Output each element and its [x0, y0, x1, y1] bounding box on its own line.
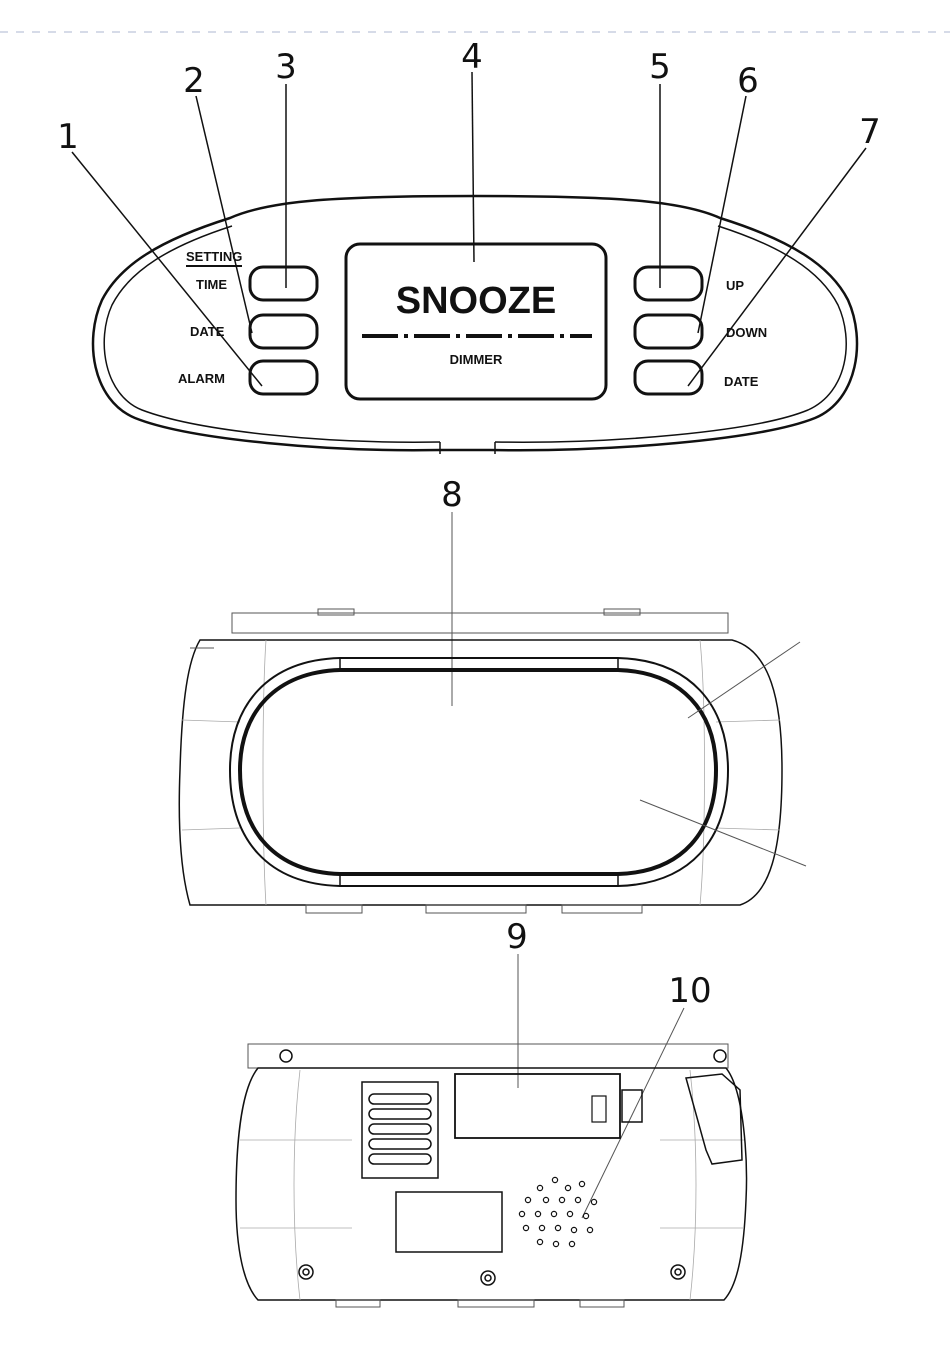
speaker-hole: [523, 1225, 528, 1230]
speaker-hole: [537, 1185, 542, 1190]
front-top-tab-right: [604, 609, 640, 615]
down-button[interactable]: [635, 315, 702, 348]
front-top-rail: [232, 613, 728, 633]
speaker-hole: [583, 1213, 588, 1218]
front-foot-right: [562, 905, 642, 913]
bottom-surface-lines: [240, 1140, 744, 1228]
speaker-hole: [537, 1239, 542, 1244]
time-label: TIME: [196, 277, 227, 292]
screw-bottom-center-inner: [485, 1275, 491, 1281]
callout-1: 1: [57, 117, 79, 157]
speaker-hole: [525, 1197, 530, 1202]
label-plate: [396, 1192, 502, 1252]
callout-10: 10: [668, 971, 711, 1011]
date-right-button[interactable]: [635, 361, 702, 394]
top-view: SNOOZE DIMMER SETTING TIME DATE ALARM UP…: [57, 37, 881, 454]
vent-slot-4: [369, 1139, 431, 1149]
speaker-hole: [565, 1185, 570, 1190]
vent-slot-1: [369, 1094, 431, 1104]
battery-compartment-cover[interactable]: [455, 1074, 620, 1138]
glare-line-1: [688, 642, 800, 718]
speaker-hole: [587, 1227, 592, 1232]
speaker-hole: [559, 1197, 564, 1202]
screw-bottom-left-center: [303, 1269, 309, 1275]
alarm-button[interactable]: [250, 361, 317, 394]
screw-top-left: [280, 1050, 292, 1062]
front-surface-lines: [182, 720, 780, 830]
leader-1: [72, 152, 262, 386]
callout-9: 9: [506, 917, 528, 957]
front-curve-left: [263, 640, 266, 905]
speaker-hole: [543, 1197, 548, 1202]
callout-8: 8: [441, 475, 463, 515]
leader-2: [196, 96, 252, 333]
speaker-hole: [569, 1241, 574, 1246]
speaker-hole: [591, 1199, 596, 1204]
up-label: UP: [726, 278, 744, 293]
speaker-hole: [535, 1211, 540, 1216]
callout-2: 2: [183, 61, 205, 101]
speaker-hole: [551, 1211, 556, 1216]
battery-latch[interactable]: [622, 1090, 642, 1122]
bottom-foot-right: [580, 1300, 624, 1307]
snooze-label: SNOOZE: [396, 280, 556, 322]
speaker-hole: [575, 1197, 580, 1202]
screw-bottom-center: [481, 1271, 495, 1285]
speaker-hole: [567, 1211, 572, 1216]
screw-bottom-right: [671, 1265, 685, 1279]
battery-polarity-mark: [592, 1096, 606, 1122]
front-foot-left: [306, 905, 362, 913]
callout-3: 3: [275, 47, 297, 87]
callout-5: 5: [649, 47, 671, 87]
leader-7: [688, 148, 866, 386]
alarm-label: ALARM: [178, 371, 225, 386]
dimmer-label: DIMMER: [450, 352, 503, 367]
speaker-hole: [579, 1181, 584, 1186]
bottom-curve-lines: [294, 1070, 696, 1300]
front-top-tab-left: [318, 609, 354, 615]
callout-6: 6: [737, 61, 759, 101]
display-window-inner: [240, 670, 716, 874]
date-button[interactable]: [250, 315, 317, 348]
front-foot-center: [426, 905, 526, 913]
vent-slot-2: [369, 1109, 431, 1119]
date-left-label: DATE: [190, 324, 225, 339]
vent-slot-5: [369, 1154, 431, 1164]
up-button[interactable]: [635, 267, 702, 300]
leader-6: [698, 96, 746, 333]
bottom-foot-left: [336, 1300, 380, 1307]
bottom-foot-center: [458, 1300, 534, 1307]
leader-10: [582, 1008, 684, 1218]
vent-slot-3: [369, 1124, 431, 1134]
front-view: 8: [179, 475, 806, 913]
display-window-outer: [230, 658, 728, 886]
speaker-hole: [552, 1177, 557, 1182]
leader-4: [472, 72, 474, 262]
screw-bottom-right-center: [675, 1269, 681, 1275]
bottom-body-outline: [236, 1068, 746, 1300]
callout-7: 7: [859, 112, 881, 152]
time-button[interactable]: [250, 267, 317, 300]
speaker-hole: [555, 1225, 560, 1230]
date-right-label: DATE: [724, 374, 759, 389]
speaker-hole: [571, 1227, 576, 1232]
speaker-hole: [519, 1211, 524, 1216]
callout-4: 4: [461, 37, 483, 77]
bottom-top-rail: [248, 1044, 728, 1068]
front-curve-right: [700, 640, 705, 905]
bottom-view: 9 10: [236, 917, 746, 1307]
screw-bottom-left: [299, 1265, 313, 1279]
speaker-hole: [539, 1225, 544, 1230]
speaker-hole: [553, 1241, 558, 1246]
screw-top-right: [714, 1050, 726, 1062]
